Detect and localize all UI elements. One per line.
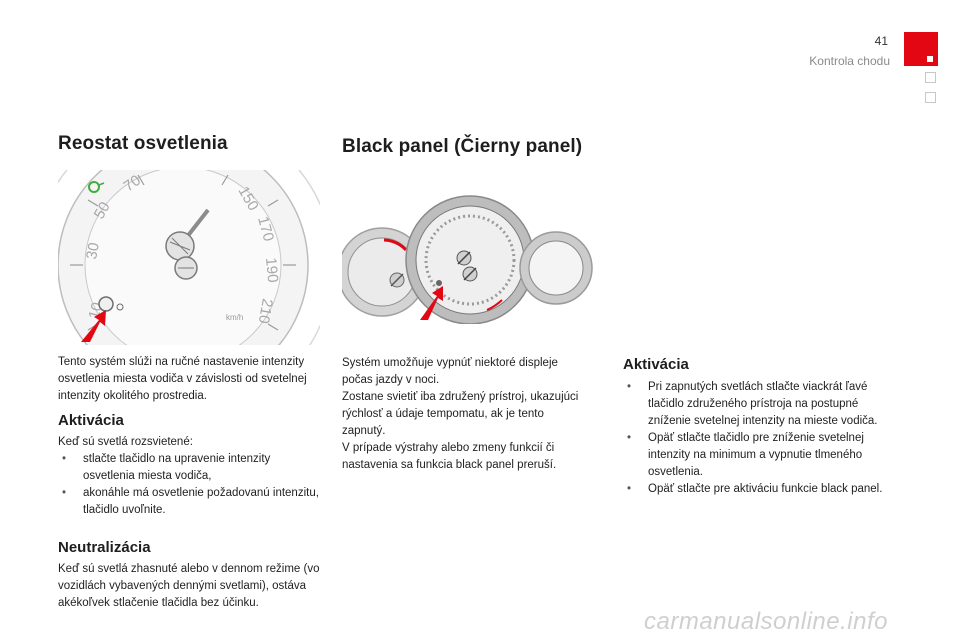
instrument-cluster-illustration: [342, 180, 598, 324]
subsection-title-activation: Aktivácia: [58, 412, 124, 429]
dimmer-intro: Tento systém slúži na ručné nastavenie i…: [58, 356, 307, 402]
chapter-tab-box: [925, 72, 936, 83]
chapter-tab-box: [925, 92, 936, 103]
list-item: akonáhle má osvetlenie požadovanú intenz…: [58, 485, 320, 519]
neutralization-text: Keď sú svetlá zhasnuté alebo v dennom re…: [58, 563, 320, 609]
speed-label: 50: [91, 199, 114, 222]
instrument-closeup-illustration: 10 30 50 70 150 170 190 210 km/h: [58, 170, 320, 345]
list-item: Opäť stlačte pre aktiváciu funkcie black…: [623, 481, 885, 498]
cluster-figure: [342, 180, 598, 324]
page-number: 41: [874, 34, 888, 48]
subsection-title-neutralization: Neutralizácia: [58, 539, 151, 556]
black-panel-activation-steps: Pri zapnutých svetlách stlačte viackrát …: [623, 379, 885, 498]
section-title-dimmer: Reostat osvetlenia: [58, 133, 228, 154]
unit-label: km/h: [226, 313, 243, 322]
speed-label: 170: [254, 215, 277, 244]
section-title-black-panel: Black panel (Čierny panel): [342, 136, 583, 157]
list-item: Opäť stlačte tlačidlo pre zníženie svete…: [623, 430, 885, 481]
chapter-title: Kontrola chodu: [809, 54, 890, 68]
dimmer-figure: 10 30 50 70 150 170 190 210 km/h: [58, 170, 320, 345]
black-panel-text: Systém umožňuje vypnúť niektoré displeje…: [342, 357, 579, 471]
chapter-tab-active: [904, 32, 938, 66]
list-item: Pri zapnutých svetlách stlačte viackrát …: [623, 379, 885, 430]
watermark: carmanualsonline.info: [644, 608, 888, 635]
activation-lead: Keď sú svetlá rozsvietené:: [58, 436, 193, 448]
speed-label: 30: [83, 241, 103, 260]
speed-label: 70: [121, 172, 144, 195]
activation-steps: stlačte tlačidlo na upravenie intenzity …: [58, 451, 320, 519]
speed-label: 190: [262, 257, 281, 283]
list-item: stlačte tlačidlo na upravenie intenzity …: [58, 451, 320, 485]
speed-label: 210: [255, 297, 276, 325]
subsection-title-activation-black-panel: Aktivácia: [623, 356, 689, 373]
